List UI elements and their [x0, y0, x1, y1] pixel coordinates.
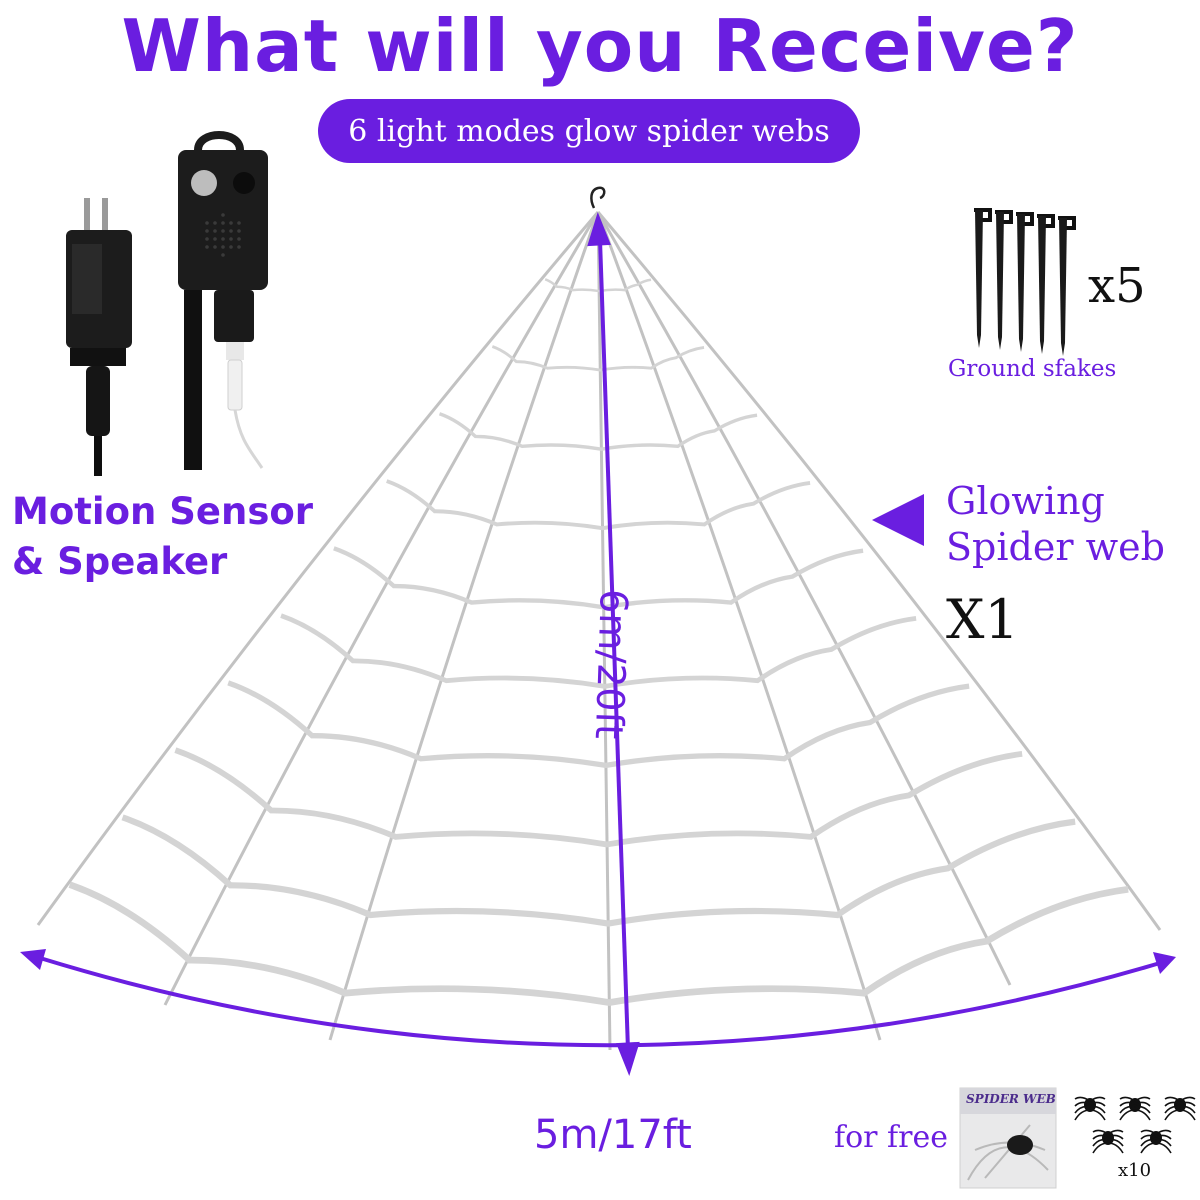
motion-sensor-controller-icon: [178, 131, 268, 470]
height-label: 6m/20ft: [586, 588, 636, 740]
height-arrow: [587, 211, 640, 1077]
hook-icon: [590, 186, 606, 209]
motion-sensor-label-line2: & Speaker: [12, 540, 228, 583]
subtitle-pill: 6 light modes glow spider webs: [318, 99, 860, 163]
spider-web-package-icon: [959, 1087, 1057, 1189]
power-adapter-icon: [66, 198, 132, 476]
package-label: SPIDER WEB: [966, 1092, 1056, 1106]
width-label: 5m/17ft: [534, 1112, 692, 1158]
headline: What will you Receive?: [121, 4, 1079, 88]
width-arrow: [20, 949, 1176, 1048]
web-label-line1: Glowing: [946, 479, 1105, 523]
spider-web-icon: [36, 211, 1162, 1051]
web-label: Glowing Spider web: [946, 478, 1165, 570]
web-label-line2: Spider web: [946, 525, 1165, 569]
motion-sensor-label: Motion Sensor & Speaker: [12, 487, 313, 587]
free-label: for free: [834, 1120, 948, 1155]
motion-sensor-label-line1: Motion Sensor: [12, 490, 314, 533]
ground-stakes-icon: [974, 208, 1076, 356]
web-count: X1: [946, 588, 1019, 651]
stakes-count: x5: [1088, 258, 1146, 314]
stakes-label: Ground sfakes: [948, 356, 1117, 382]
spiders-icon: [1074, 1096, 1196, 1154]
spiders-count: x10: [1118, 1160, 1152, 1181]
pointer-triangle-icon: [872, 494, 924, 546]
